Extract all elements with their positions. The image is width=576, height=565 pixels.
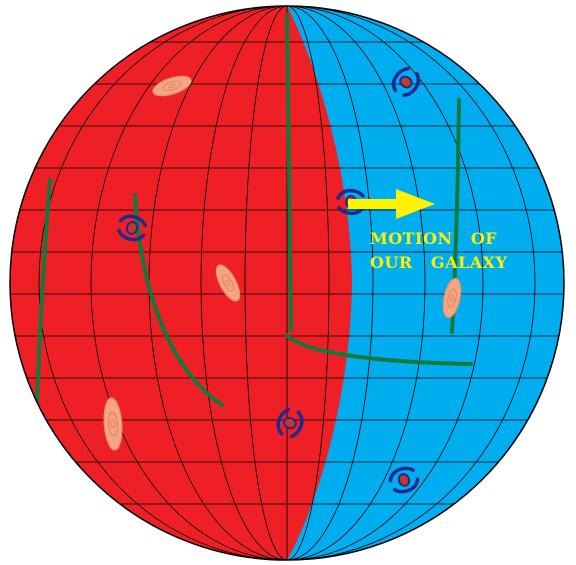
sphere-outline xyxy=(9,5,565,561)
green-streaks xyxy=(35,13,473,407)
streak-4 xyxy=(285,333,473,366)
streak-1 xyxy=(35,178,52,402)
streak-3 xyxy=(285,13,293,332)
arrow-right-icon xyxy=(348,189,435,219)
motion-label-line1: MOTION OF xyxy=(370,229,497,248)
warm-hemisphere xyxy=(10,6,352,560)
motion-label-line2: OUR GALAXY xyxy=(370,253,508,272)
streak-2 xyxy=(133,193,224,407)
